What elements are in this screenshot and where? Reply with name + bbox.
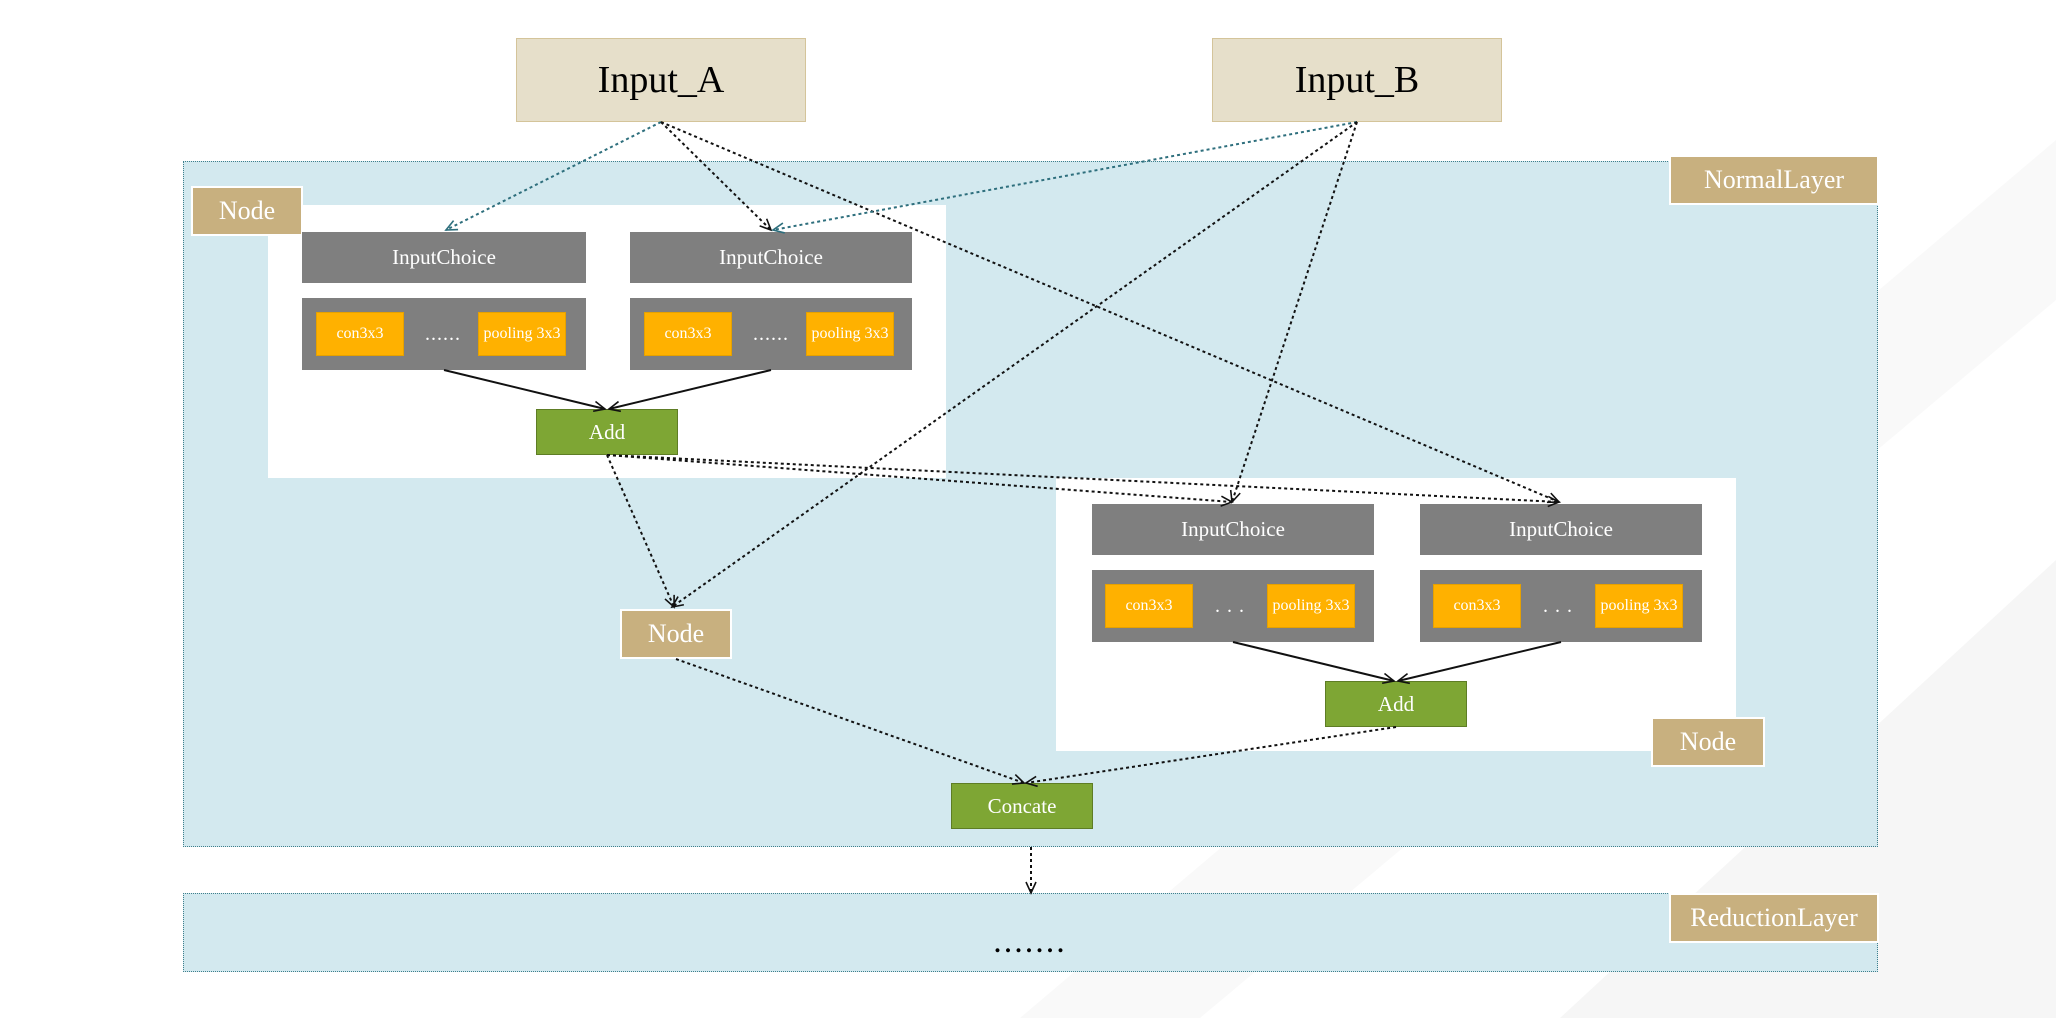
reduction-layer-tag: ReductionLayer: [1669, 893, 1879, 943]
edge-node-middle-to-concat: [675, 658, 1026, 785]
edge-n2-ops-right-to-add: [1396, 641, 1562, 685]
edge-input-b-to-n1-choice-right: [771, 121, 1358, 234]
node-2-op-pool-right-label: pooling 3x3: [1600, 597, 1678, 614]
node-1-input-choice-right: InputChoice: [630, 232, 912, 283]
node-1-op-dots-left: ......: [412, 312, 474, 356]
node-1-op-pool-left: pooling 3x3: [478, 312, 566, 356]
node-2-op-conv-left: con3x3: [1105, 584, 1193, 628]
normal-layer-tag: NormalLayer: [1669, 155, 1879, 205]
node-2-add-label: Add: [1377, 691, 1415, 716]
node-1-op-dots-left-label: ......: [425, 322, 461, 345]
edge-n1-ops-right-to-add: [607, 369, 772, 413]
node-2-input-choice-left-label: InputChoice: [1181, 517, 1285, 541]
node-1-input-choice-right-label: InputChoice: [719, 245, 823, 269]
node-2-add: Add: [1325, 681, 1467, 727]
node-1-op-conv-right: con3x3: [644, 312, 732, 356]
reduction-layer: [183, 893, 1878, 972]
concat-box: Concate: [951, 783, 1093, 829]
node-2-op-pool-right: pooling 3x3: [1595, 584, 1683, 628]
edge-n1-add-to-n2-choice-left: [606, 454, 1234, 507]
edge-input-a-to-n2-choice-right: [660, 121, 1561, 504]
normal-layer-label: NormalLayer: [1703, 165, 1845, 194]
node-2-op-pool-left-label: pooling 3x3: [1272, 597, 1350, 614]
concat-label: Concate: [987, 793, 1057, 818]
node-1-add: Add: [536, 409, 678, 455]
input-a-box: Input_A: [516, 38, 806, 122]
input-b-label: Input_B: [1294, 59, 1420, 101]
edge-n1-add-to-node-middle: [606, 454, 675, 609]
node-1-op-conv-right-label: con3x3: [664, 325, 712, 342]
edge-n2-ops-left-to-add: [1232, 641, 1396, 685]
edge-input-a-to-n1-choice-right: [660, 121, 773, 232]
node-1-add-label: Add: [588, 419, 626, 444]
edge-n1-ops-left-to-add: [443, 369, 607, 413]
node-1-tag: Node: [191, 186, 303, 236]
node-2-op-dots-left: . . .: [1200, 584, 1260, 628]
reduction-layer-label: ReductionLayer: [1690, 903, 1858, 932]
node-1-input-choice-left-label: InputChoice: [392, 245, 496, 269]
node-2-op-conv-right-label: con3x3: [1453, 597, 1501, 614]
edge-n1-add-to-n2-choice-right: [606, 454, 1561, 508]
node-1-op-conv-left-label: con3x3: [336, 325, 384, 342]
node-1-op-dots-right: ......: [740, 312, 802, 356]
node-2-op-conv-left-label: con3x3: [1125, 597, 1173, 614]
node-2-op-pool-left: pooling 3x3: [1267, 584, 1355, 628]
node-2-op-dots-right: . . .: [1528, 584, 1588, 628]
node-2-op-dots-left-label: . . .: [1215, 594, 1245, 617]
node-1-input-choice-left: InputChoice: [302, 232, 586, 283]
edge-n2-add-to-concat: [1024, 726, 1397, 788]
node-2-tag: Node: [1651, 717, 1765, 767]
node-1-op-dots-right-label: ......: [753, 322, 789, 345]
node-2-label: Node: [1679, 727, 1737, 756]
node-middle-label: Node: [647, 619, 705, 648]
edge-input-b-to-node-middle: [670, 121, 1358, 609]
node-1-op-pool-right-label: pooling 3x3: [811, 325, 889, 342]
node-2-input-choice-left: InputChoice: [1092, 504, 1374, 555]
input-a-label: Input_A: [597, 59, 725, 101]
node-1-label: Node: [218, 196, 276, 225]
node-2-input-choice-right: InputChoice: [1420, 504, 1702, 555]
node-middle-tag: Node: [620, 609, 732, 659]
input-b-box: Input_B: [1212, 38, 1502, 122]
node-2-input-choice-right-label: InputChoice: [1509, 517, 1613, 541]
edge-input-a-to-n1-choice-left: [444, 121, 662, 231]
reduction-layer-ellipsis-text: .......: [993, 923, 1067, 960]
edge-input-b-to-n2-choice-left: [1229, 121, 1358, 504]
node-2-op-conv-right: con3x3: [1433, 584, 1521, 628]
node-1-op-conv-left: con3x3: [316, 312, 404, 356]
node-2-op-dots-right-label: . . .: [1543, 594, 1573, 617]
reduction-layer-ellipsis: .......: [930, 920, 1130, 964]
node-1-op-pool-right: pooling 3x3: [806, 312, 894, 356]
node-1-op-pool-left-label: pooling 3x3: [483, 325, 561, 342]
